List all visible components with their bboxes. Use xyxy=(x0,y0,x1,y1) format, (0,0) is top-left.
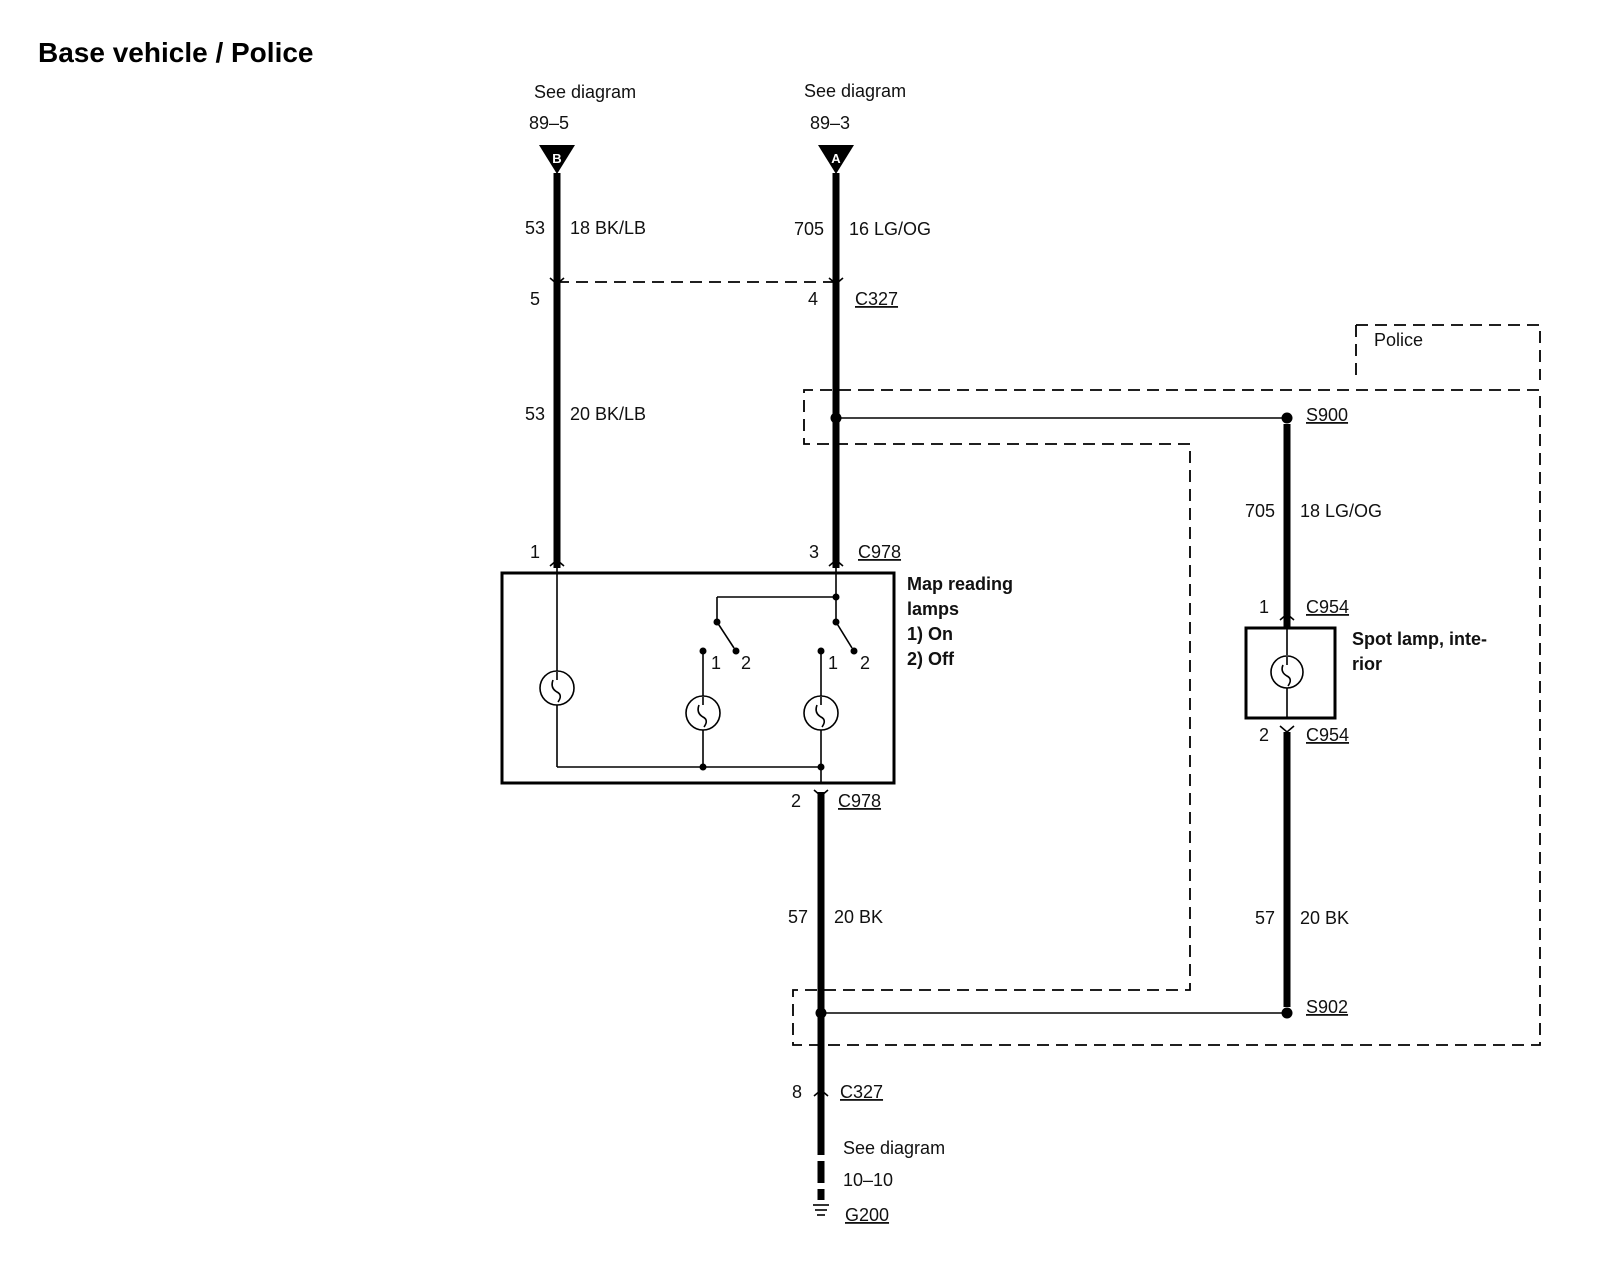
wire-705-spot-circuit: 705 xyxy=(1245,501,1275,521)
police-label-box-a xyxy=(1356,324,1541,380)
c327-top-label: C327 xyxy=(855,289,898,309)
map-reading-lamps-box xyxy=(500,571,896,785)
spot-lamp-box xyxy=(1244,626,1337,720)
map-lamps-legend-off: 2) Off xyxy=(907,649,955,669)
c978-top-pin-3-symbol xyxy=(828,558,844,567)
c978-top-pin-1-symbol xyxy=(549,558,565,567)
wire-57-map-spec: 20 BK xyxy=(834,907,883,927)
ref-b-see-diagram: See diagram xyxy=(534,82,636,102)
police-option-outline xyxy=(792,389,1541,1046)
wire-705-spot-spec: 18 LG/OG xyxy=(1300,501,1382,521)
ref-a-see-diagram: See diagram xyxy=(804,81,906,101)
wire-53-mid-spec: 20 BK/LB xyxy=(570,404,646,424)
map-lamps-legend-on: 1) On xyxy=(907,624,953,644)
wire-57-spot-spec: 20 BK xyxy=(1300,908,1349,928)
police-label: Police xyxy=(1374,330,1423,350)
map-lamps-name-line1: Map reading xyxy=(907,574,1013,594)
map-switch-right-blade xyxy=(835,621,853,649)
ref-b-letter: B xyxy=(552,151,561,166)
c954-top-pin: 1 xyxy=(1259,597,1269,617)
ground-g200-label: G200 xyxy=(845,1205,889,1225)
wire-53-top-spec: 18 BK/LB xyxy=(570,218,646,238)
wire-53-mid-circuit: 53 xyxy=(525,404,545,424)
c327-bottom-pin-symbol xyxy=(813,1088,829,1097)
map-switch-left-label-1: 1 xyxy=(711,653,721,673)
spot-lamp-name-line1: Spot lamp, inte- xyxy=(1352,629,1487,649)
c978-bottom-label: C978 xyxy=(838,791,881,811)
ref-b-page: 89–5 xyxy=(529,113,569,133)
map-middle-bulb-filament xyxy=(697,697,708,728)
s902-label: S902 xyxy=(1306,997,1348,1017)
ref-a-letter: A xyxy=(831,151,841,166)
c978-bottom-pin: 2 xyxy=(791,791,801,811)
ref-a-marker xyxy=(818,145,854,174)
map-middle-ground-node xyxy=(699,763,707,771)
map-left-bulb-filament xyxy=(551,672,562,703)
s902-dot xyxy=(1281,1007,1293,1019)
c954-top-label: C954 xyxy=(1306,597,1349,617)
wire-705-top-circuit: 705 xyxy=(794,219,824,239)
c954-top-pin-symbol xyxy=(1279,612,1295,621)
c978-top-label: C978 xyxy=(858,542,901,562)
map-lamps-name-line2: lamps xyxy=(907,599,959,619)
wire-705-top-spec: 16 LG/OG xyxy=(849,219,931,239)
map-switch-right-contact-2 xyxy=(850,647,858,655)
c978-top-pin-3: 3 xyxy=(809,542,819,562)
c327-top-pin-b-symbol xyxy=(549,277,565,286)
c327-top-pin-a-symbol xyxy=(828,277,844,286)
c327-top-pin-5: 5 xyxy=(530,289,540,309)
wire-53-top-circuit: 53 xyxy=(525,218,545,238)
ref-b-marker xyxy=(539,145,575,174)
page-title: Base vehicle / Police xyxy=(38,37,314,68)
map-right-bulb-filament xyxy=(815,697,826,728)
c327-bottom-pin: 8 xyxy=(792,1082,802,1102)
c954-bottom-label: C954 xyxy=(1306,725,1349,745)
s900-dot xyxy=(1281,412,1293,424)
map-right-ground-node xyxy=(817,763,825,771)
map-switch-right-label-2: 2 xyxy=(860,653,870,673)
s900-label: S900 xyxy=(1306,405,1348,425)
spot-lamp-name-line2: rior xyxy=(1352,654,1382,674)
ground-page: 10–10 xyxy=(843,1170,893,1190)
c954-bottom-pin-symbol xyxy=(1279,725,1295,734)
map-switch-left-label-2: 2 xyxy=(741,653,751,673)
c327-top-pin-4: 4 xyxy=(808,289,818,309)
spot-lamp-filament xyxy=(1281,657,1292,687)
c978-top-pin-1: 1 xyxy=(530,542,540,562)
c954-bottom-pin: 2 xyxy=(1259,725,1269,745)
map-switch-left-contact-2 xyxy=(732,647,740,655)
c327-bottom-label: C327 xyxy=(840,1082,883,1102)
wire-57-map-circuit: 57 xyxy=(788,907,808,927)
map-switch-left-blade xyxy=(716,621,735,649)
wire-57-spot-circuit: 57 xyxy=(1255,908,1275,928)
ref-a-page: 89–3 xyxy=(810,113,850,133)
map-switch-right-label-1: 1 xyxy=(828,653,838,673)
ground-see-diagram: See diagram xyxy=(843,1138,945,1158)
